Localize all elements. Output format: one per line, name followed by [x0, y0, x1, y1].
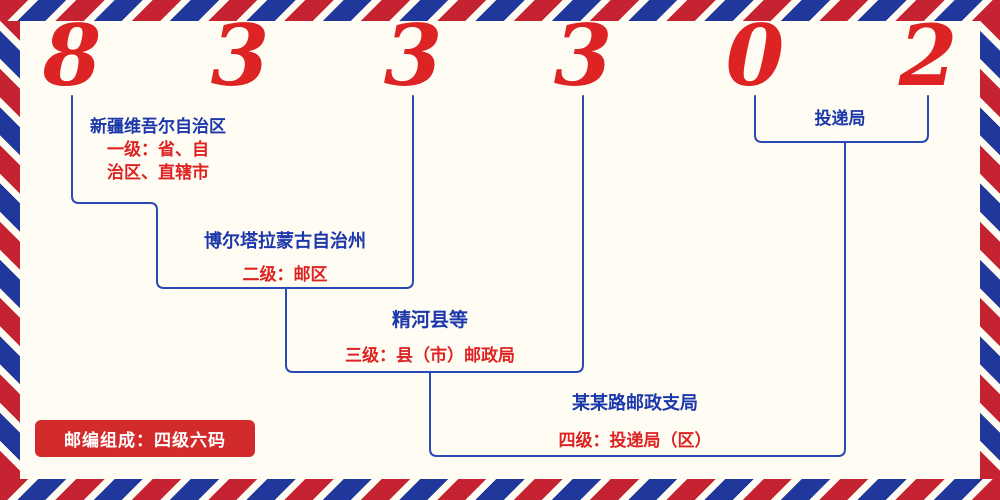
label-level2-name: 博尔塔拉蒙古自治州	[204, 231, 366, 252]
label-level3-name: 精河县等	[391, 309, 468, 331]
airmail-border-left	[0, 21, 20, 479]
label-level1-desc-line2: 治区、直辖市	[107, 163, 209, 183]
label-delivery-office: 投递局	[814, 109, 866, 129]
label-level2-desc: 二级：邮区	[242, 265, 328, 285]
label-level4-desc: 四级：投递局（区）	[558, 431, 712, 451]
label-level3-desc: 三级：县（市）邮政局	[345, 346, 515, 366]
postal-digit-6: 2	[898, 6, 958, 105]
postal-digit-5: 0	[725, 6, 785, 105]
label-level2: 博尔塔拉蒙古自治州 二级：邮区	[165, 230, 405, 285]
airmail-border-right	[980, 21, 1000, 479]
label-level1-name: 新疆维吾尔自治区	[90, 117, 226, 137]
label-level1-desc-line1: 一级：省、自	[107, 140, 209, 160]
postal-digit-1: 8	[42, 6, 102, 105]
postal-digit-4: 3	[553, 6, 613, 105]
postal-digit-2: 3	[210, 6, 270, 105]
label-level1: 新疆维吾尔自治区 一级：省、自 治区、直辖市	[58, 116, 258, 185]
airmail-border-bottom	[0, 479, 1000, 500]
postal-digit-3: 3	[383, 6, 443, 105]
label-level4: 某某路邮政支局 四级：投递局（区）	[515, 392, 755, 451]
label-level3: 精河县等 三级：县（市）邮政局	[310, 308, 550, 366]
label-level4-name: 某某路邮政支局	[572, 393, 698, 414]
composition-badge: 邮编组成：四级六码	[35, 420, 255, 457]
airmail-border-top	[0, 0, 1000, 21]
